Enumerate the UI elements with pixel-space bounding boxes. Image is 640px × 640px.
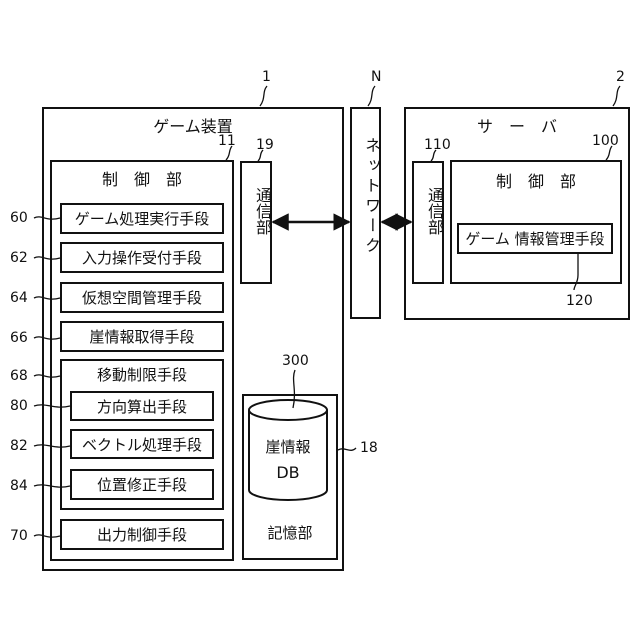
ref-19: 19 [256,138,274,152]
leader-62 [34,257,60,259]
database-label-line1: 崖情報 [258,440,318,455]
leader-66 [34,337,60,339]
leader-82 [34,445,70,447]
ref-80: 80 [10,399,28,413]
leader-60 [34,217,60,219]
ref-300: 300 [282,354,309,368]
leader-1 [260,86,267,106]
leader-80 [34,405,70,407]
leader-18 [338,448,356,450]
ref-66: 66 [10,331,28,345]
ref-100: 100 [592,134,619,148]
leader-70 [34,535,60,537]
ref-70: 70 [10,529,28,543]
leader-120 [574,254,578,290]
ref-84: 84 [10,479,28,493]
ref-N: N [371,70,381,84]
leader-2 [613,86,620,106]
database-label-line2: DB [258,465,318,481]
ref-82: 82 [10,439,28,453]
ref-120: 120 [566,294,593,308]
leader-N [368,86,375,106]
leader-64 [34,297,60,299]
ref-2: 2 [616,70,625,84]
ref-18: 18 [360,441,378,455]
ref-110: 110 [424,138,451,152]
ref-11: 11 [218,134,236,148]
ref-1: 1 [262,70,271,84]
leader-68 [34,375,60,377]
leader-84 [34,485,70,487]
ref-68: 68 [10,369,28,383]
ref-62: 62 [10,251,28,265]
ref-64: 64 [10,291,28,305]
ref-60: 60 [10,211,28,225]
